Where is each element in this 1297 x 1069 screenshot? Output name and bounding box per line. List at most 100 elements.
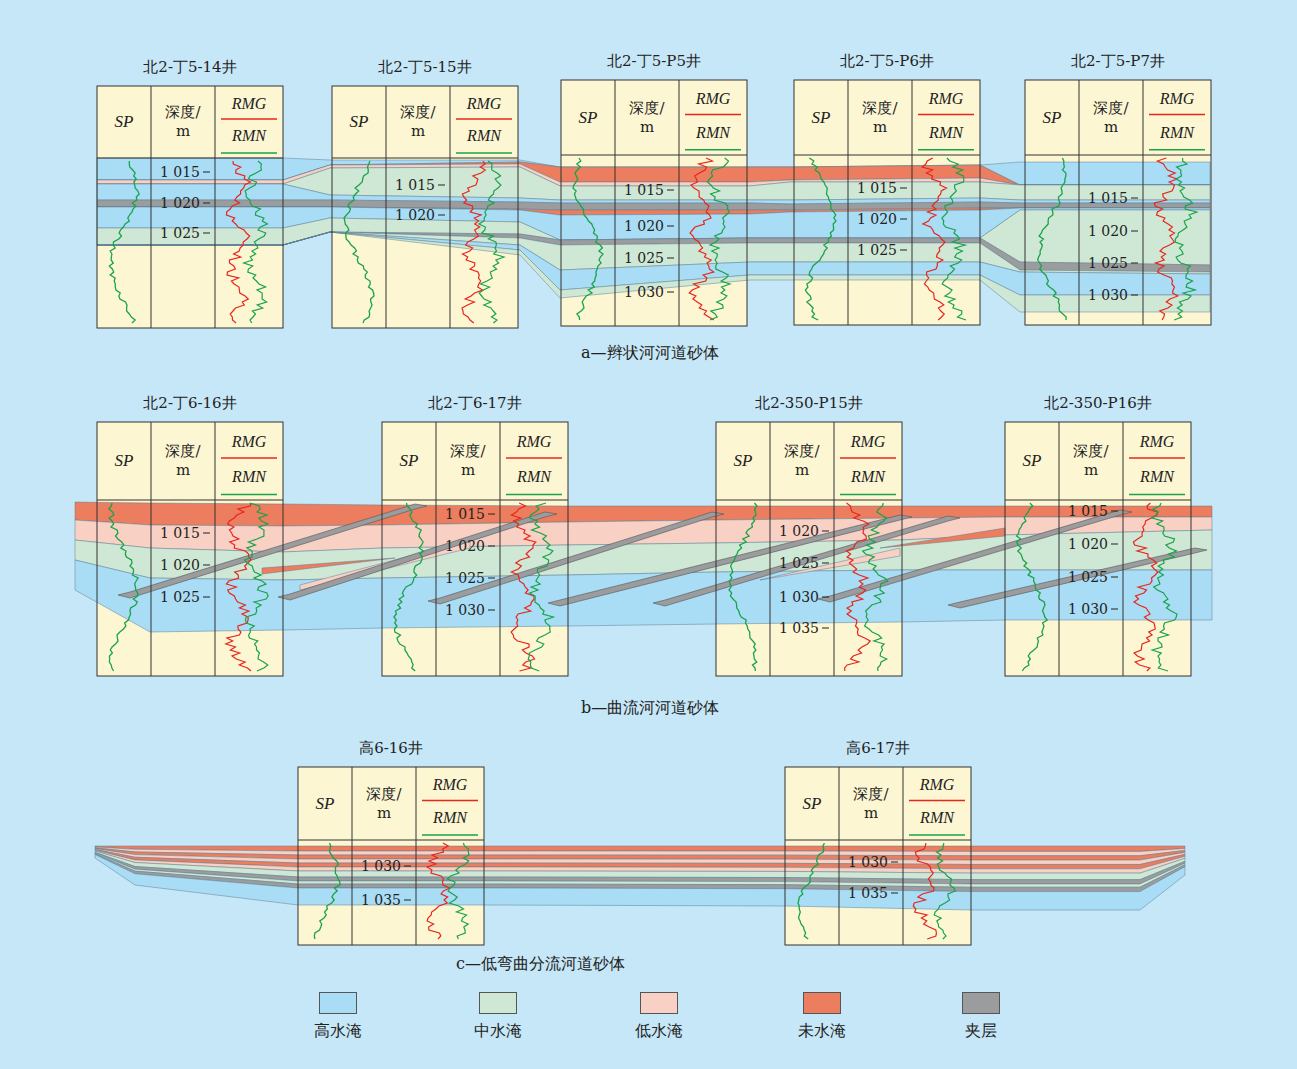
column-line — [903, 767, 904, 945]
legend-swatch — [962, 992, 1000, 1014]
well-name: 北2-丁5-14井 — [97, 56, 283, 78]
depth-tick — [822, 531, 829, 532]
column-line — [436, 422, 437, 676]
header-line — [716, 500, 902, 501]
depth-header: 深度/ m — [1069, 442, 1113, 480]
rmn-key-line — [422, 834, 478, 836]
legend-swatch — [803, 992, 841, 1014]
depth-value: 1 030 — [772, 588, 819, 606]
curve-header: RMN — [416, 807, 484, 829]
braided-channel-layer — [97, 158, 1210, 185]
depth-header: 深度/ m — [849, 785, 893, 823]
curve-header: SP — [716, 450, 770, 472]
depth-tick — [667, 190, 674, 191]
depth-tick — [891, 862, 898, 863]
curve-header: SP — [97, 450, 151, 472]
header-line — [785, 840, 971, 841]
legend-swatch — [479, 992, 517, 1014]
curve-header: RMG — [215, 431, 283, 453]
depth-value: 1 025 — [438, 569, 485, 587]
sp-curve — [109, 161, 139, 323]
column-line — [416, 767, 417, 945]
curve-header: RMG — [834, 431, 902, 453]
depth-value: 1 020 — [153, 194, 200, 212]
depth-tick — [203, 233, 210, 234]
depth-tick — [488, 610, 495, 611]
column-line — [151, 86, 152, 328]
column-line — [770, 422, 771, 676]
sp-curve — [314, 843, 340, 939]
depth-value: 1 015 — [1061, 502, 1108, 520]
rmn-key-line — [1129, 494, 1185, 496]
sp-curve — [1017, 503, 1048, 671]
column-line — [679, 80, 680, 326]
section-caption: a—辫状河河道砂体 — [581, 343, 719, 364]
sp-curve — [344, 161, 374, 323]
depth-value: 1 020 — [850, 210, 897, 228]
distributary-channel-layer — [95, 855, 1185, 910]
depth-tick — [891, 893, 898, 894]
well-log-panel: 北2-丁6-17井SP深度/ mRMGRMN1 0151 0201 0251 0… — [382, 390, 568, 676]
column-line — [352, 767, 353, 945]
legend-swatch — [640, 992, 678, 1014]
curve-header: RMN — [1123, 466, 1191, 488]
well-log-panel: 高6-16井SP深度/ mRMGRMN1 0301 035 — [298, 735, 484, 945]
well-name: 北2-丁5-P6井 — [794, 50, 980, 72]
depth-tick — [438, 215, 445, 216]
well-log-panel: 北2-丁5-14井SP深度/ mRMGRMN1 0151 0201 025 — [97, 54, 283, 328]
depth-tick — [203, 203, 210, 204]
header-line — [561, 155, 747, 156]
sp-curve — [798, 843, 824, 939]
rmg-key-line — [685, 114, 741, 116]
column-line — [215, 86, 216, 328]
depth-tick — [1131, 198, 1138, 199]
header-line — [97, 500, 283, 501]
depth-value: 1 015 — [850, 179, 897, 197]
depth-header: 深度/ m — [161, 442, 205, 480]
lateral-interlayer — [818, 510, 1132, 602]
depth-tick — [1111, 609, 1118, 610]
rmn-key-line — [221, 494, 277, 496]
column-line — [839, 767, 840, 945]
curve-header: SP — [332, 111, 386, 133]
depth-tick — [203, 533, 210, 534]
rmn-curve — [528, 503, 553, 671]
depth-header: 深度/ m — [780, 442, 824, 480]
rmn-curve — [479, 161, 504, 323]
lateral-interlayer — [278, 512, 557, 600]
well-name: 北2-丁5-15井 — [332, 56, 518, 78]
rmg-key-line — [1129, 457, 1185, 459]
legend-label: 夹层 — [965, 1021, 997, 1042]
depth-tick — [667, 292, 674, 293]
depth-value: 1 025 — [772, 554, 819, 572]
header-line — [794, 155, 980, 156]
log-panel-frame — [561, 80, 747, 326]
rmn-curve — [942, 158, 966, 320]
rmg-curve — [226, 503, 252, 671]
rmn-curve — [934, 843, 955, 939]
depth-tick — [488, 546, 495, 547]
sp-curve — [805, 158, 836, 320]
well-name: 北2-丁5-P7井 — [1025, 50, 1211, 72]
legend-label: 低水淹 — [635, 1021, 683, 1042]
column-line — [1059, 422, 1060, 676]
well-name: 北2-350-P15井 — [716, 392, 902, 414]
depth-value: 1 030 — [841, 853, 888, 871]
curve-header: SP — [794, 107, 848, 129]
curve-header: RMN — [834, 466, 902, 488]
well-log-panel: 北2-350-P16井SP深度/ mRMGRMN1 0151 0201 0251… — [1005, 390, 1191, 676]
curve-header: RMG — [500, 431, 568, 453]
depth-header: 深度/ m — [396, 103, 440, 141]
header-line — [382, 500, 568, 501]
depth-value: 1 035 — [354, 891, 401, 909]
depth-value: 1 015 — [153, 163, 200, 181]
well-log-panel: 高6-17井SP深度/ mRMGRMN1 0301 035 — [785, 735, 971, 945]
rmg-key-line — [840, 457, 896, 459]
rmn-curve — [1152, 503, 1177, 671]
rmn-curve — [245, 503, 269, 671]
depth-tick — [404, 866, 411, 867]
header-line — [1025, 155, 1211, 156]
depth-value: 1 015 — [438, 505, 485, 523]
curve-header: SP — [785, 793, 839, 815]
column-line — [1079, 80, 1080, 325]
